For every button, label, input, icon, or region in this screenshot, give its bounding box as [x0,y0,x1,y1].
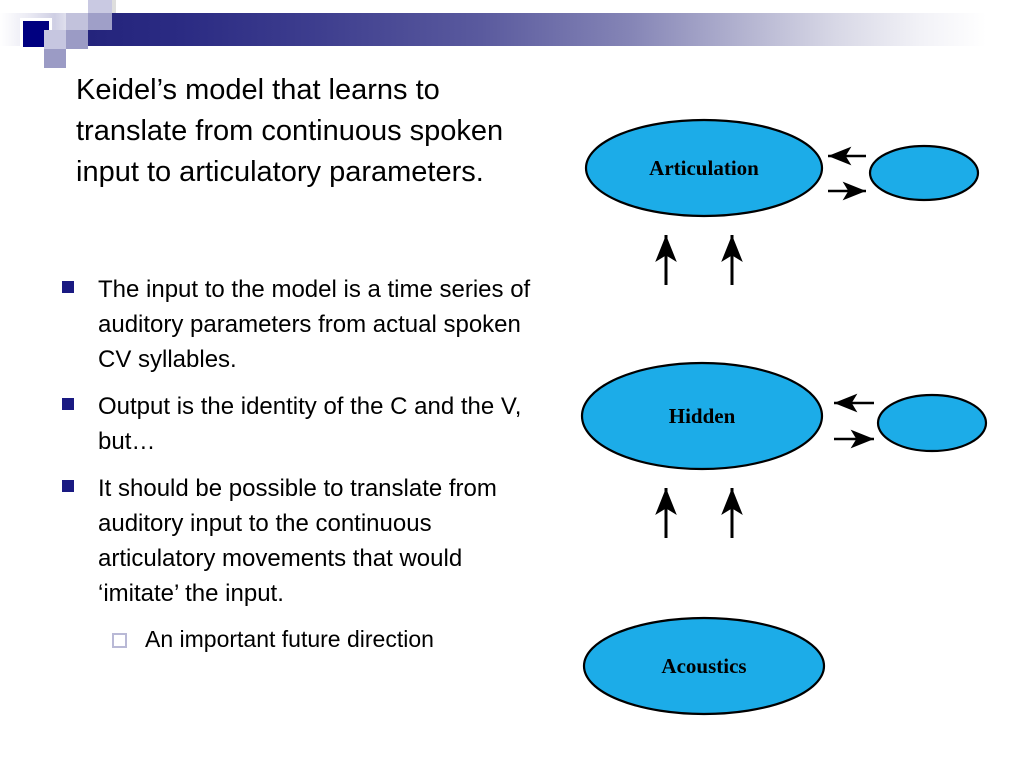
decor-square-lavender-mid-right [66,30,88,49]
list-item: Output is the identity of the C and the … [62,389,542,459]
header-gradient-bar [88,13,1024,46]
node-articulation-label: Articulation [649,156,759,180]
model-architecture-diagram: Articulation Hidden Acoustics [556,100,1024,740]
square-bullet-icon [62,398,74,410]
list-item: The input to the model is a time series … [62,272,542,377]
decor-square-lavender-mid-left [44,30,66,49]
bullet-text: Output is the identity of the C and the … [98,393,522,455]
list-item: It should be possible to translate from … [62,471,542,611]
slide-title: Keidel’s model that learns to translate … [76,74,504,188]
square-bullet-icon [62,480,74,492]
sub-list-item: An important future direction [112,623,542,656]
bullet-text: The input to the model is a time series … [98,276,531,373]
node-acoustics-shape [582,616,826,716]
node-articulation-shape [584,118,824,218]
node-hidden-context-shape [876,393,988,453]
decor-square-lavender-upper-left [66,13,88,30]
square-bullet-icon [62,281,74,293]
node-acoustics-label: Acoustics [661,654,746,678]
node-articulation-context-shape [868,144,980,202]
bullet-list: The input to the model is a time series … [62,272,542,656]
node-hidden-shape [580,361,824,471]
hollow-square-bullet-icon [112,633,127,648]
node-hidden-label: Hidden [669,404,736,428]
sub-bullet-text: An important future direction [145,626,434,652]
bullet-text: It should be possible to translate from … [98,475,497,607]
decor-square-lavender-topright [112,0,116,13]
decor-square-lavender-bottom [44,49,66,68]
decor-square-lavender-upper-right [88,13,112,30]
decor-square-lavender-top [88,0,112,13]
